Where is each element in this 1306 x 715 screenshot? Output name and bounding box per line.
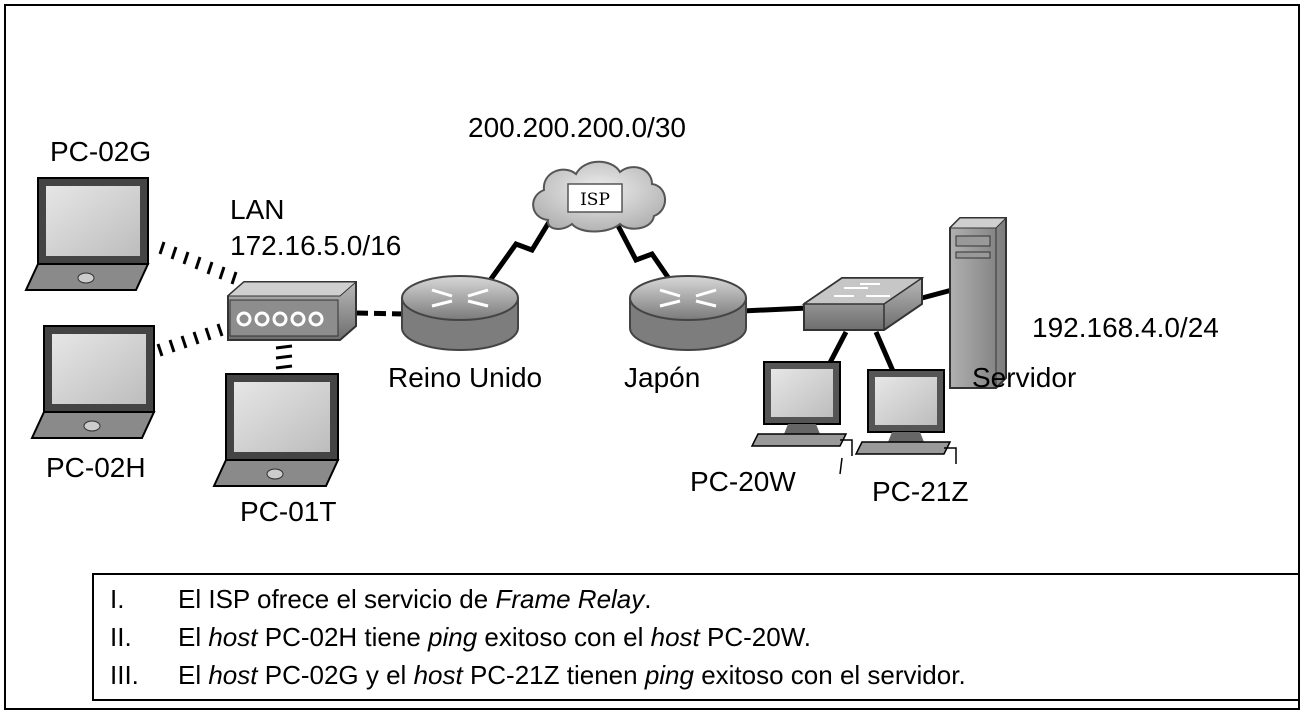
label-router-reino-unido: Reino Unido (388, 362, 543, 393)
router-icon (629, 275, 747, 351)
switch-icon (801, 277, 925, 331)
label-lan-network: 172.16.5.0/16 (230, 230, 402, 261)
label-wan-network: 200.200.200.0/30 (468, 112, 686, 143)
link-switch-server (921, 287, 953, 301)
label-server: Servidor (972, 362, 1077, 393)
link-ap-router-uk (355, 310, 405, 317)
label-pc-01t: PC-01T (240, 496, 337, 527)
desktop-pc-icon (854, 369, 957, 464)
link-isp-jp-serial (611, 216, 677, 288)
label-pc-02h: PC-02H (46, 452, 146, 483)
connections (355, 202, 953, 380)
isp-label: ISP (580, 190, 610, 210)
statements-box: I. El ISP ofrece el servicio de Frame Re… (92, 573, 1300, 701)
laptop-icon (24, 177, 150, 291)
statement-text: El ISP ofrece el servicio de Frame Relay… (178, 584, 652, 614)
statement-1: I. El ISP ofrece el servicio de Frame Re… (94, 581, 1298, 619)
wireless-signal-pc-02g (158, 241, 238, 285)
server-icon (948, 217, 1008, 389)
wireless-access-point-icon (226, 281, 358, 341)
statement-number: II. (110, 622, 132, 652)
label-pc-21z: PC-21Z (872, 476, 969, 507)
statement-text: El host PC-02H tiene ping exitoso con el… (178, 622, 812, 652)
statement-3: III. El host PC-02G y el host PC-21Z tie… (94, 657, 1298, 695)
laptop-icon (212, 373, 340, 487)
statement-number: III. (110, 660, 139, 690)
statement-2: II. El host PC-02H tiene ping exitoso co… (94, 619, 1298, 657)
label-pc-20w: PC-20W (690, 466, 796, 497)
label-server-network: 192.168.4.0/24 (1032, 312, 1219, 343)
label-router-japon: Japón (624, 362, 701, 393)
wireless-signal-pc-01t (275, 344, 293, 370)
statement-text: El host PC-02G y el host PC-21Z tienen p… (178, 660, 966, 690)
laptop-icon (30, 325, 156, 439)
cloud-icon: ISP (532, 160, 666, 233)
label-pc-02g: PC-02G (50, 136, 152, 167)
desktop-pc-icon (750, 361, 853, 475)
wireless-signal-pc-02h (156, 323, 224, 357)
wireless-signals (156, 241, 293, 370)
statement-number: I. (110, 584, 125, 614)
link-jp-switch (741, 305, 809, 314)
label-lan-title: LAN (230, 194, 285, 225)
diagram-frame (4, 4, 1300, 710)
link-uk-isp-serial (483, 202, 563, 288)
router-icon (401, 275, 519, 351)
